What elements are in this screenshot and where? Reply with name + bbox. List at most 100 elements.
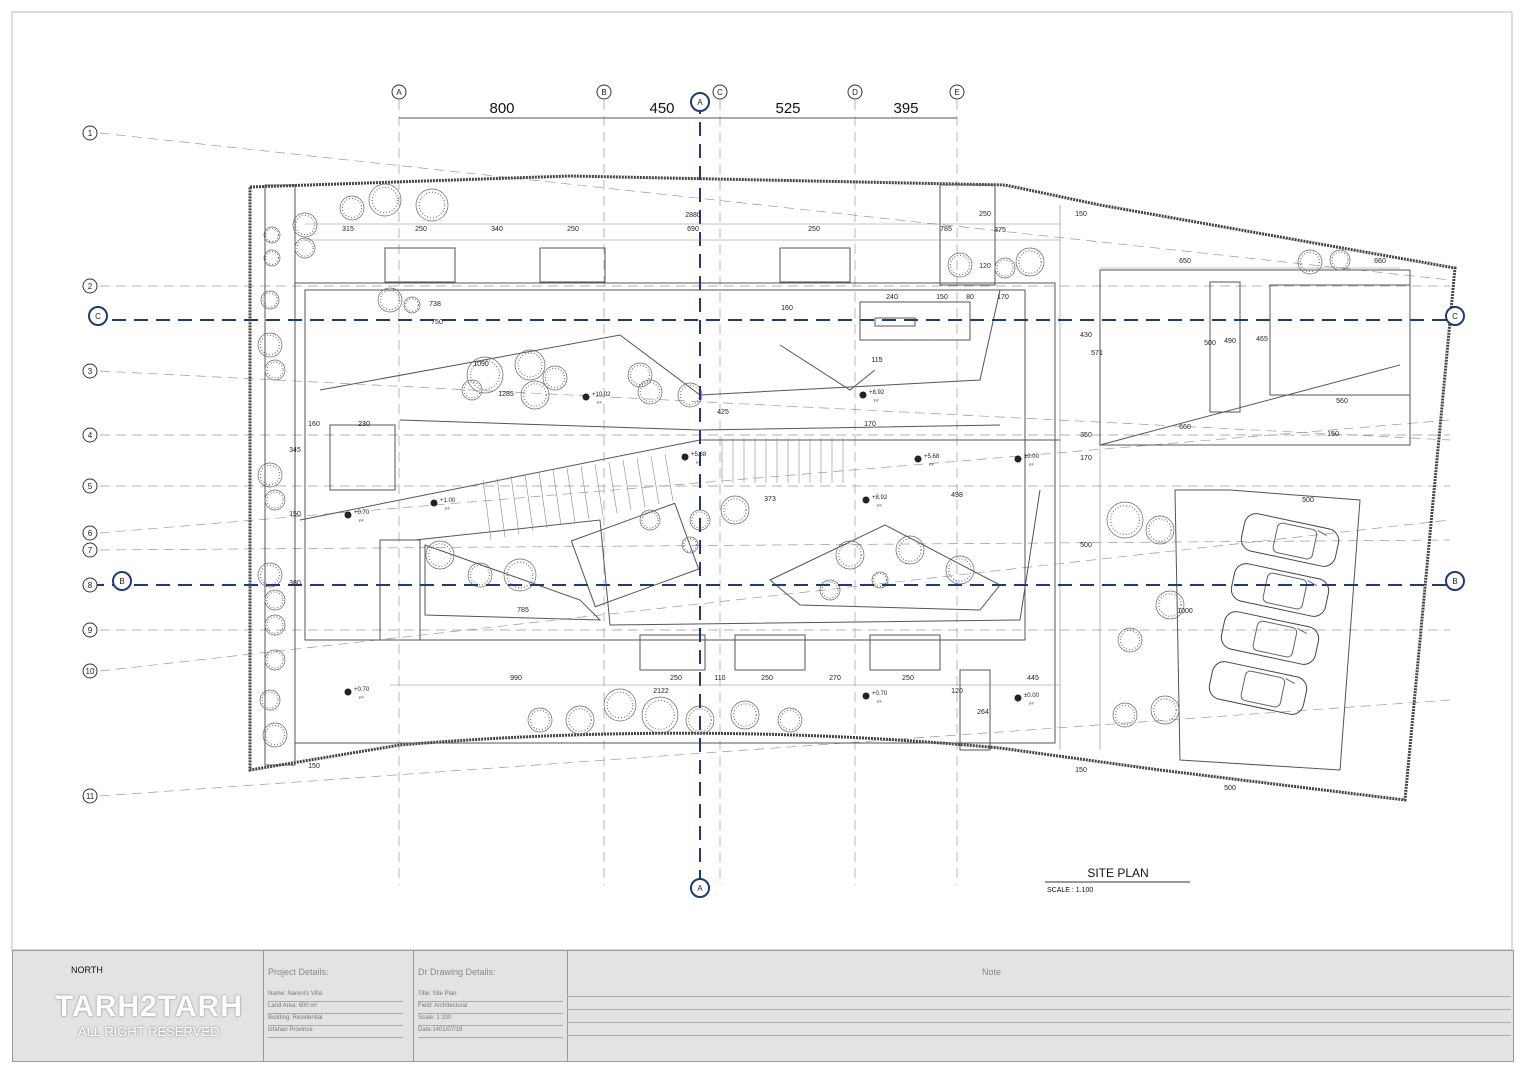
tree-icon (895, 535, 925, 565)
level-suffix: FF (359, 518, 364, 523)
dimension-label: 250 (979, 211, 991, 218)
dimension-label: 750 (431, 319, 443, 326)
stairs (482, 438, 844, 541)
row-bubble (82, 788, 98, 804)
row-bubble-label: 2 (88, 282, 93, 291)
column-label-a: A (396, 88, 402, 97)
level-suffix: FF (359, 695, 364, 700)
tree-icon (257, 562, 283, 588)
tree-icon (527, 707, 553, 733)
dimension-label: 150 (308, 763, 320, 770)
drawing-date: Date:1401/07/19 (418, 1027, 563, 1038)
row-bubble (82, 427, 98, 443)
car-icon (1208, 661, 1308, 715)
section-markers: A A B B C C (88, 92, 1465, 898)
dimension-label: 345 (289, 447, 301, 454)
dimension-label: 500 (1302, 497, 1314, 504)
tree-icon (257, 332, 283, 358)
dimension-label: 250 (902, 675, 914, 682)
level-suffix: FF (877, 503, 882, 508)
dimension-label: 120 (979, 263, 991, 270)
section-marker-a-top: A (690, 92, 710, 112)
tree-icon (292, 212, 318, 238)
tree-icon (294, 237, 316, 259)
dimension-label: 785 (940, 226, 952, 233)
dimension-label: 500 (1080, 542, 1092, 549)
column-label-e: E (954, 88, 959, 97)
dimension-label: 650 (1179, 258, 1191, 265)
tree-icon (945, 555, 975, 585)
tree-icon (262, 722, 288, 748)
dimension-label: 150 (289, 511, 301, 518)
sheet-border (11, 11, 1513, 951)
tree-icon (263, 249, 281, 267)
dimension-label: 230 (358, 421, 370, 428)
dimension-label: 315 (342, 226, 354, 233)
tree-icon (259, 689, 281, 711)
drawing-scale: Scale: 1:100 (418, 1015, 563, 1026)
row-bubble-label: 3 (88, 367, 93, 376)
dimension-label: 250 (761, 675, 773, 682)
column-label-b: B (601, 88, 606, 97)
tree-icon (637, 379, 663, 405)
tree-icon (1117, 627, 1143, 653)
dimension-label: 350 (1080, 432, 1092, 439)
dimension-label: 150 (936, 294, 948, 301)
level-suffix: FF (1029, 462, 1034, 467)
dimension-label: 120 (951, 688, 963, 695)
dimension-label: 375 (994, 227, 1006, 234)
level-suffix: FF (696, 460, 701, 465)
section-marker-c-right: C (1445, 306, 1465, 326)
dimension-label: 240 (886, 294, 898, 301)
dimension-label: 380 (289, 580, 301, 587)
tree-icon (264, 489, 286, 511)
tree-icon (264, 649, 286, 671)
level-value: +8.92 (869, 390, 885, 396)
row-bubble (82, 363, 98, 379)
section-label: A (697, 884, 703, 893)
dimension-label: 250 (567, 226, 579, 233)
tree-icon (403, 296, 421, 314)
column-label-c: C (717, 88, 723, 97)
dimension-label: 990 (510, 675, 522, 682)
building-type: Building: Residential (268, 1015, 403, 1026)
tree-icon (720, 495, 750, 525)
dimension-label: 1285 (498, 391, 514, 398)
grid-lines (99, 100, 1451, 885)
level-value: +0.70 (872, 691, 888, 697)
dimension-label: 150 (1075, 767, 1087, 774)
row-bubble-label: 9 (88, 626, 93, 635)
column-label-d: D (852, 88, 858, 97)
tree-icon (264, 614, 286, 636)
tree-icon (415, 188, 449, 222)
north-cell: NORTH (13, 951, 264, 1061)
tree-icon (677, 382, 703, 408)
section-marker-a-bottom: A (690, 878, 710, 898)
dimension-label: 115 (871, 357, 882, 364)
watermark-logo: TARH2TARH ALL RIGHT RESERVED (20, 980, 243, 1039)
tree-icon (641, 696, 679, 734)
tree-icon (467, 562, 493, 588)
dimension-label: 373 (764, 496, 776, 503)
tree-icon (425, 540, 455, 570)
drawing-title-text: SITE PLAN (1087, 866, 1148, 880)
dimension-label: 498 (951, 492, 963, 499)
tree-icon (947, 252, 973, 278)
row-bubble-label: 8 (88, 581, 93, 590)
dimension-label: 465 (1256, 336, 1268, 343)
tree-icon (503, 558, 537, 592)
row-bubble (82, 278, 98, 294)
tree-icon (730, 700, 760, 730)
project-details: Project Details: Name: Nareni's Villa La… (263, 951, 414, 1061)
note-cell: Note (567, 951, 1511, 1061)
tree-icon (1145, 515, 1175, 545)
tree-icon (1112, 702, 1138, 728)
dimension-label: 250 (670, 675, 682, 682)
dimension-label: 170 (1080, 455, 1092, 462)
